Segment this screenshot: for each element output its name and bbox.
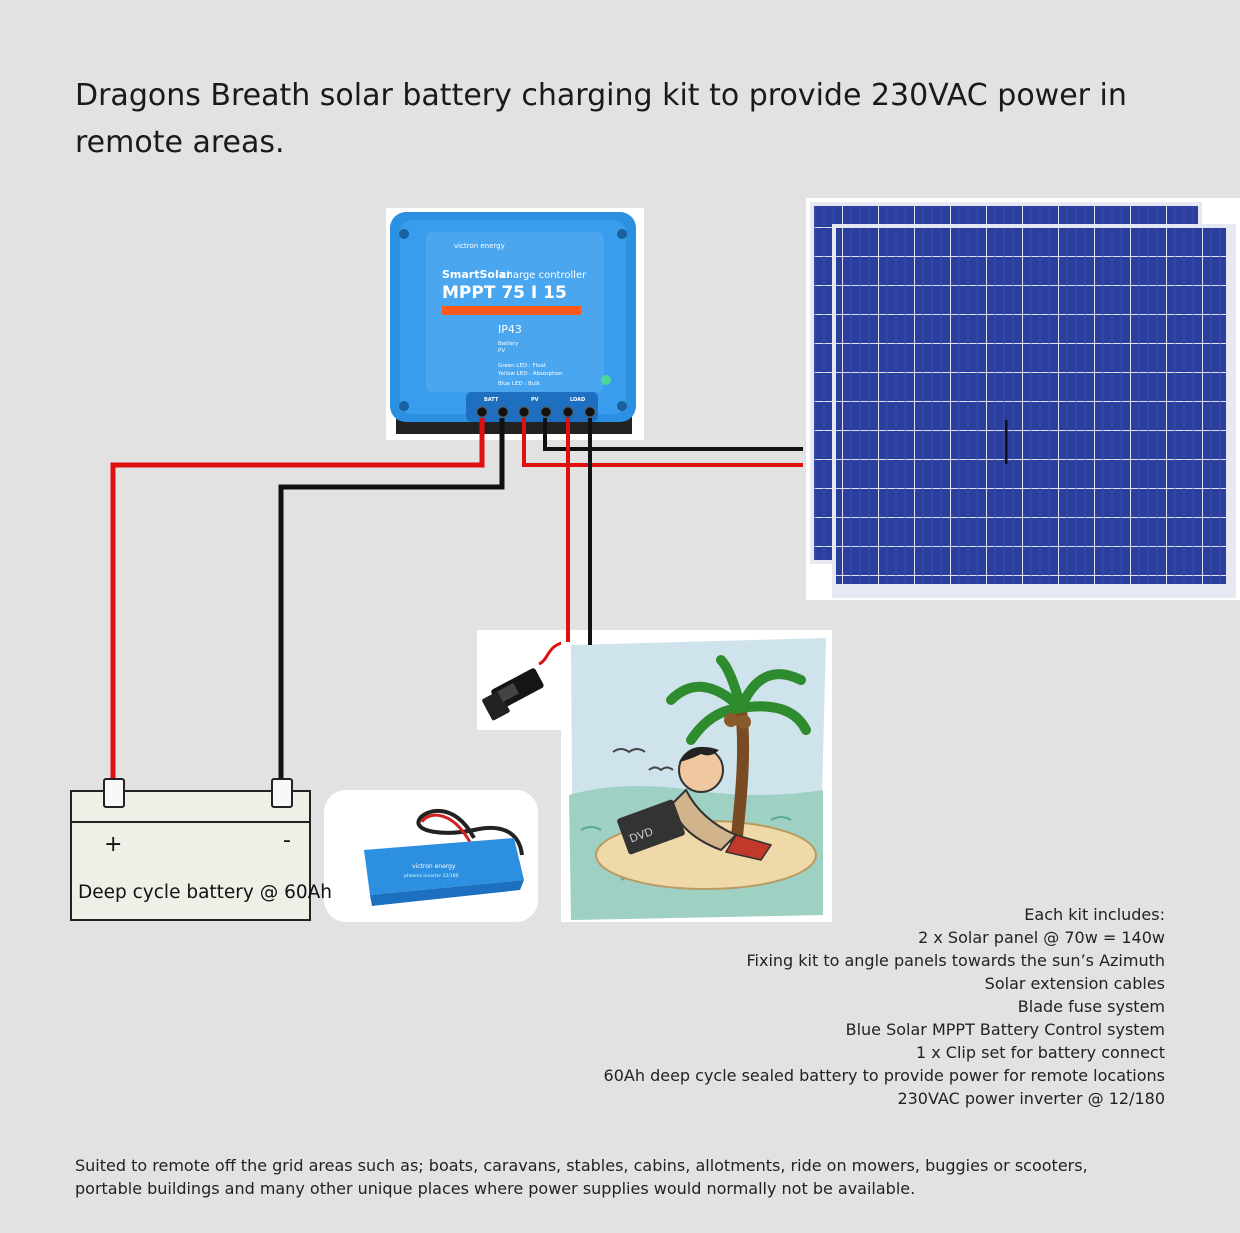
spec-line: Blue LED : Bulk xyxy=(498,381,541,387)
pv-negative-wire xyxy=(543,418,803,451)
spec-line: Battery xyxy=(498,341,519,347)
spec-line: Green LED : Float xyxy=(498,363,547,369)
kit-item: 230VAC power inverter @ 12/180 xyxy=(897,1089,1165,1108)
footer-text: Suited to remote off the grid areas such… xyxy=(75,1156,1088,1198)
power-inverter-image: victron energy phoenix inverter 12/180 xyxy=(324,790,538,922)
kit-item: 60Ah deep cycle sealed battery to provid… xyxy=(603,1066,1165,1085)
terminal-label-batt: BATT xyxy=(484,397,499,403)
terminal-label-pv: PV xyxy=(531,397,539,403)
positive-terminal xyxy=(103,778,125,808)
kit-item: 2 x Solar panel @ 70w = 140w xyxy=(918,928,1165,947)
battery: + - Deep cycle battery @ 60Ah xyxy=(70,778,333,921)
kit-item: Blue Solar MPPT Battery Control system xyxy=(845,1020,1165,1039)
product-text: SmartSolar xyxy=(442,268,512,281)
solar-panels-image xyxy=(806,198,1240,600)
kit-heading: Each kit includes: xyxy=(1024,905,1165,924)
kit-item: Fixing kit to angle panels towards the s… xyxy=(746,951,1165,970)
page-title: Dragons Breath solar battery charging ki… xyxy=(75,78,1127,160)
battery-label: Deep cycle battery @ 60Ah xyxy=(78,882,333,903)
blade-fuse-image xyxy=(477,630,568,730)
svg-text:phoenix inverter 12/180: phoenix inverter 12/180 xyxy=(404,873,459,879)
kit-contents-list: Each kit includes: 2 x Solar panel @ 70w… xyxy=(604,903,1165,1110)
ip-rating-text: IP43 xyxy=(498,323,522,336)
model-text: MPPT 75 I 15 xyxy=(442,283,567,303)
negative-sign: - xyxy=(283,828,291,853)
terminal-label-load: LOAD xyxy=(570,397,585,403)
battery-negative-wire xyxy=(278,418,505,778)
positive-sign: + xyxy=(104,832,123,857)
pv-positive-wire xyxy=(522,418,803,467)
kit-item: Blade fuse system xyxy=(1017,997,1165,1016)
negative-terminal xyxy=(271,778,293,808)
brand-text: victron energy xyxy=(454,242,505,250)
battery-positive-wire xyxy=(110,418,485,778)
spec-line: Yellow LED : Absorption xyxy=(497,371,563,377)
spec-line: PV xyxy=(498,348,505,354)
island-cartoon-image: DVD xyxy=(561,630,832,922)
svg-text:victron energy: victron energy xyxy=(412,863,456,870)
product-suffix-text: charge controller xyxy=(501,270,587,281)
kit-item: Solar extension cables xyxy=(984,974,1165,993)
charge-controller-image: victron energy SmartSolar charge control… xyxy=(386,208,644,440)
kit-item: 1 x Clip set for battery connect xyxy=(915,1043,1165,1062)
